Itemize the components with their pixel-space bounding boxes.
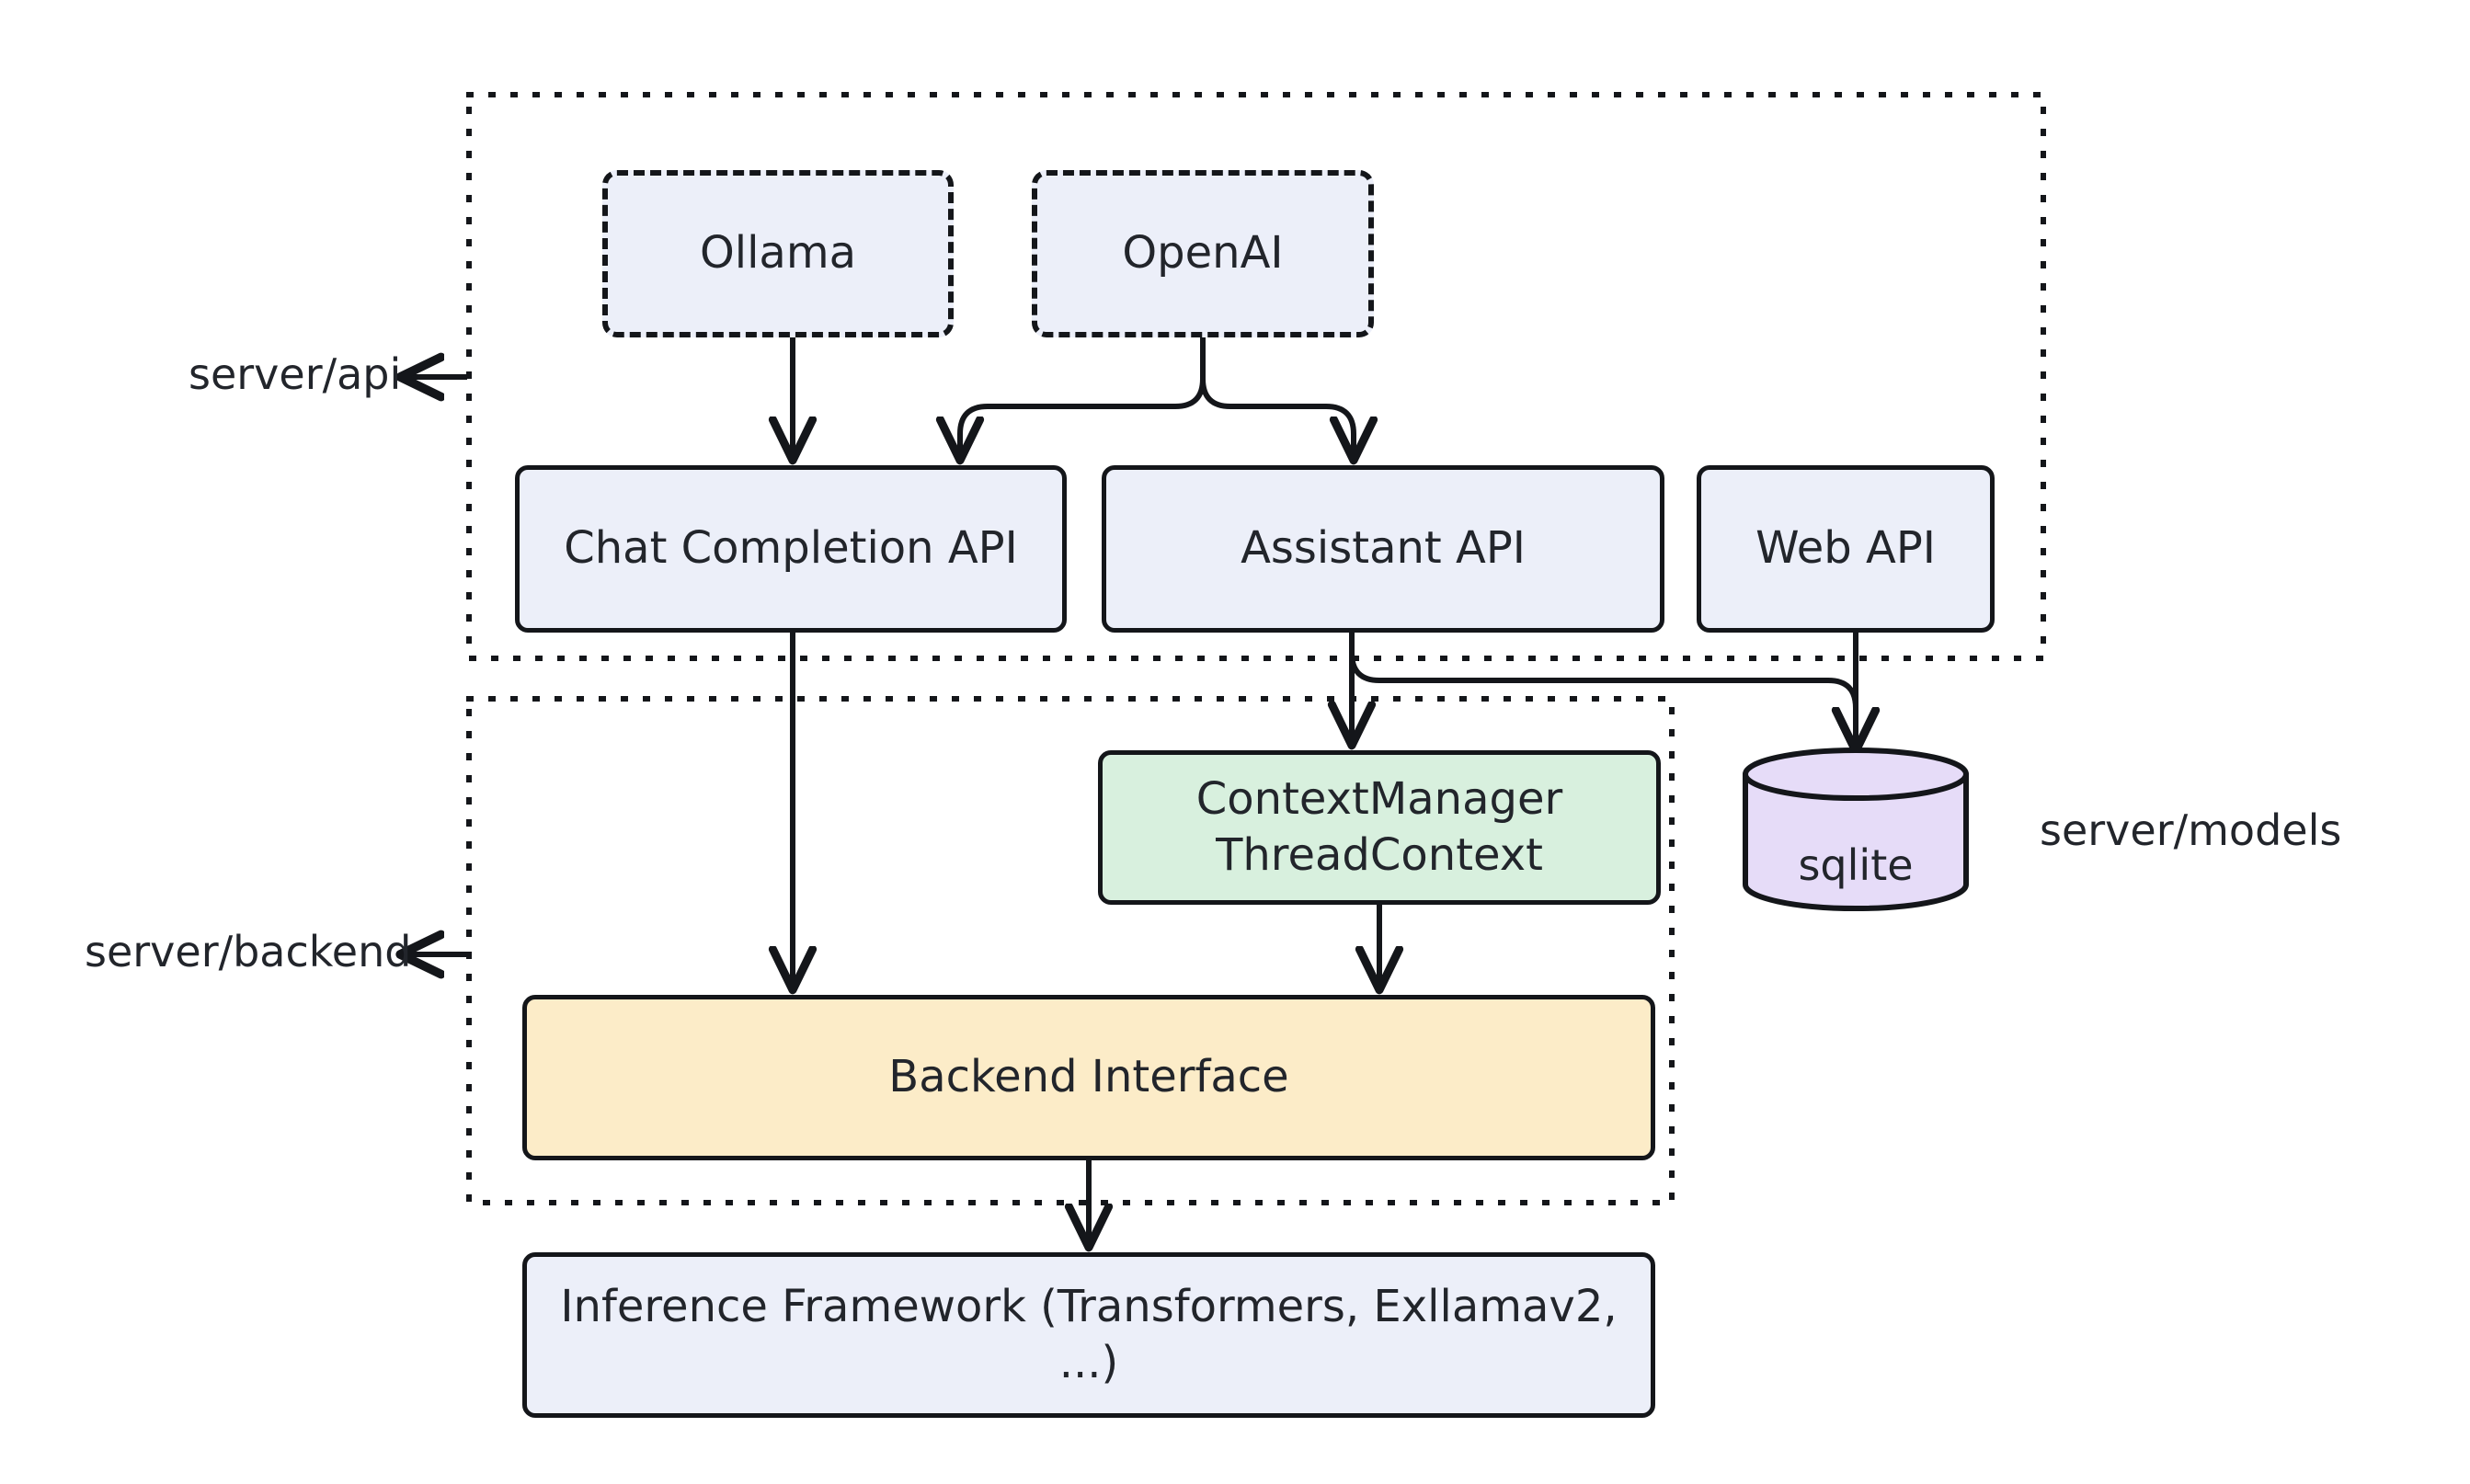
node-assistant-api[interactable]: Assistant API <box>1102 465 1664 633</box>
node-context-manager[interactable]: ContextManager ThreadContext <box>1098 750 1661 905</box>
container-label-backend: server/backend <box>85 927 412 976</box>
container-backend-border <box>466 696 1675 1205</box>
cylinder-shape <box>1743 748 1969 911</box>
node-chat-completion-api[interactable]: Chat Completion API <box>515 465 1067 633</box>
node-web-api[interactable]: Web API <box>1697 465 1995 633</box>
node-openai[interactable]: OpenAI <box>1032 170 1374 337</box>
container-label-api: server/api <box>189 349 402 399</box>
node-backend-interface[interactable]: Backend Interface <box>522 995 1655 1160</box>
node-ollama[interactable]: Ollama <box>602 170 954 337</box>
node-sqlite[interactable]: sqlite <box>1740 745 1972 914</box>
edge-openai-to-assistant <box>1200 378 1354 456</box>
container-api-border <box>466 92 2046 661</box>
edge-assistant-to-sqlite <box>1349 652 1856 747</box>
container-label-models: server/models <box>2040 805 2342 855</box>
edge-openai-to-chat <box>960 378 1206 456</box>
node-inference-framework[interactable]: Inference Framework (Transformers, Exlla… <box>522 1252 1655 1418</box>
